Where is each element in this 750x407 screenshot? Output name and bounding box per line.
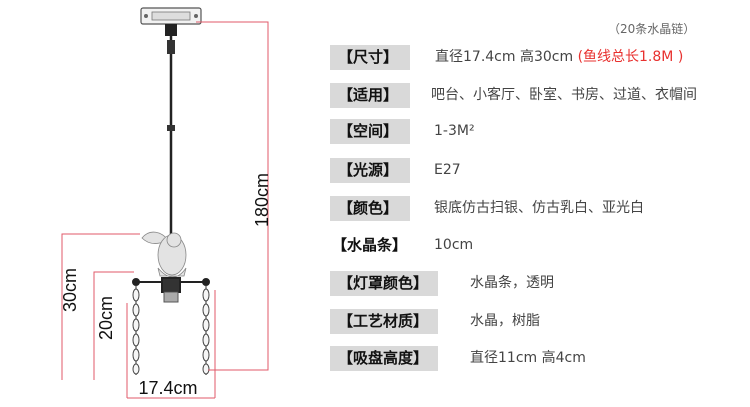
chain-note: （20条水晶链） — [608, 22, 696, 36]
spec-label: 【尺寸】 — [330, 45, 410, 70]
spec-label: 【颜色】 — [330, 196, 410, 221]
spec-value: 直径11cm 高4cm — [470, 350, 586, 366]
angel-ornament — [141, 231, 187, 278]
dimension-lines — [61, 21, 269, 399]
spec-value: 水晶，树脂 — [470, 313, 540, 329]
dim-label-180cm: 180cm — [252, 173, 272, 227]
spec-label: 【水晶条】 — [332, 236, 408, 254]
crystal-strand-right — [202, 285, 210, 375]
spec-label: 【空间】 — [330, 119, 410, 144]
spec-row-crystal: 【水晶条】 10cm — [330, 233, 750, 258]
spec-row-size: 【尺寸】 直径17.4cm 高30cm (鱼线总长1.8M ) — [330, 45, 750, 70]
spec-label: 【光源】 — [330, 158, 410, 183]
spec-label: 【工艺材质】 — [330, 309, 438, 334]
spec-label: 【吸盘高度】 — [330, 346, 438, 371]
spec-value-text: 直径17.4cm 高30cm — [435, 49, 574, 65]
spec-row-material: 【工艺材质】 水晶，树脂 — [330, 309, 750, 334]
spec-row-shade-color: 【灯罩颜色】 水晶条，透明 — [330, 271, 750, 296]
spec-row-light-source: 【光源】 E27 — [330, 158, 750, 183]
spec-value: E27 — [434, 162, 461, 178]
spec-value: 1-3M² — [434, 123, 475, 139]
crystal-strands — [132, 285, 210, 375]
dim-label-30cm: 30cm — [60, 268, 80, 312]
spec-table: （20条水晶链） 【尺寸】 直径17.4cm 高30cm (鱼线总长1.8M )… — [330, 0, 750, 407]
spec-row-color: 【颜色】 银底仿古扫银、仿古乳白、亚光白 — [330, 196, 750, 221]
crystal-strand-left — [132, 285, 140, 375]
spec-value-highlight: (鱼线总长1.8M ) — [577, 49, 684, 65]
dim-label-17-4cm: 17.4cm — [138, 378, 197, 398]
lamp-dimension-diagram: 180cm 30cm 20cm 17.4cm — [60, 7, 272, 399]
spec-row-canopy-height: 【吸盘高度】 直径11cm 高4cm — [330, 346, 750, 371]
lamp-frame — [132, 277, 210, 303]
spec-value: 直径17.4cm 高30cm (鱼线总长1.8M ) — [435, 45, 683, 70]
hanging-rod — [167, 36, 175, 236]
dim-label-20cm: 20cm — [96, 296, 116, 340]
spec-row-space: 【空间】 1-3M² — [330, 119, 750, 144]
ceiling-canopy — [140, 7, 202, 36]
spec-value: 水晶条，透明 — [470, 275, 554, 291]
spec-value: 吧台、小客厅、卧室、书房、过道、衣帽间 — [431, 87, 697, 103]
spec-label: 【灯罩颜色】 — [330, 271, 438, 296]
spec-label: 【适用】 — [330, 83, 410, 108]
spec-value: 10cm — [434, 237, 474, 253]
spec-value: 银底仿古扫银、仿古乳白、亚光白 — [434, 200, 644, 216]
spec-row-usage: 【适用】 吧台、小客厅、卧室、书房、过道、衣帽间 — [330, 83, 750, 108]
